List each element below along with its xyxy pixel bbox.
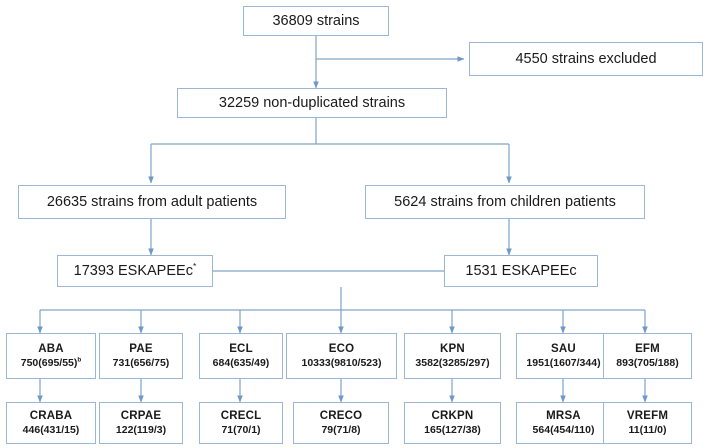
node-pathogen-kpn-counts: 3582(3285/297) xyxy=(415,356,490,369)
node-resistant-crpae-counts: 122(119/3) xyxy=(115,423,167,436)
node-resistant-crpae[interactable]: CRPAE 122(119/3) xyxy=(99,402,183,444)
node-pathogen-aba-counts: 750(695/55)b xyxy=(20,356,82,370)
node-pathogen-pae-counts: 731(656/75) xyxy=(112,356,170,369)
node-pathogen-aba-counts-text: 750(695/55) xyxy=(20,356,78,369)
node-resistant-crpae-code: CRPAE xyxy=(120,409,162,422)
node-resistant-craba-code: CRABA xyxy=(29,409,73,422)
node-total-strains-label: 36809 strains xyxy=(272,12,360,29)
node-pathogen-eco-counts: 10333(9810/523) xyxy=(301,356,382,369)
node-resistant-crecl-counts: 71(70/1) xyxy=(221,423,261,436)
node-resistant-craba[interactable]: CRABA 446(431/15) xyxy=(6,402,96,444)
node-pathogen-efm-counts: 893(705/188) xyxy=(616,356,679,369)
node-pathogen-kpn[interactable]: KPN 3582(3285/297) xyxy=(404,333,501,379)
node-resistant-vrefm-counts: 11(11/0) xyxy=(628,423,667,436)
node-pathogen-aba[interactable]: ABA 750(695/55)b xyxy=(6,333,96,379)
node-pathogen-ecl[interactable]: ECL 684(635/49) xyxy=(199,333,283,379)
node-pathogen-sau[interactable]: SAU 1951(1607/344) xyxy=(516,333,611,379)
node-total-strains[interactable]: 36809 strains xyxy=(243,6,389,36)
node-pathogen-sau-code: SAU xyxy=(551,342,576,355)
node-pathogen-kpn-code: KPN xyxy=(440,342,465,355)
node-resistant-vrefm[interactable]: VREFM 11(11/0) xyxy=(603,402,692,444)
node-eskapeec-adult[interactable]: 17393 ESKAPEEc* xyxy=(57,255,213,287)
node-pathogen-sau-counts: 1951(1607/344) xyxy=(526,356,601,369)
node-pathogen-efm[interactable]: EFM 893(705/188) xyxy=(603,333,692,379)
node-resistant-vrefm-code: VREFM xyxy=(626,409,669,422)
node-resistant-mrsa-counts: 564(454/110) xyxy=(532,423,595,436)
node-eskapeec-adult-marker: * xyxy=(192,261,197,272)
node-nonduplicated-strains[interactable]: 32259 non-duplicated strains xyxy=(177,88,447,118)
node-adult-patients[interactable]: 26635 strains from adult patients xyxy=(18,185,286,219)
node-resistant-mrsa[interactable]: MRSA 564(454/110) xyxy=(516,402,611,444)
node-pathogen-efm-code: EFM xyxy=(635,342,660,355)
node-eskapeec-adult-text: 17393 ESKAPEEc xyxy=(73,262,193,279)
node-resistant-crkpn-code: CRKPN xyxy=(431,409,474,422)
node-pathogen-pae[interactable]: PAE 731(656/75) xyxy=(99,333,183,379)
node-children-patients[interactable]: 5624 strains from children patients xyxy=(365,185,645,219)
node-resistant-creco-counts: 79(71/8) xyxy=(321,423,361,436)
node-children-patients-label: 5624 strains from children patients xyxy=(394,193,616,210)
node-eskapeec-children-label: 1531 ESKAPEEc xyxy=(465,262,577,279)
node-eskapeec-children[interactable]: 1531 ESKAPEEc xyxy=(444,255,598,287)
node-adult-patients-label: 26635 strains from adult patients xyxy=(46,193,258,210)
node-pathogen-aba-code: ABA xyxy=(38,342,64,355)
node-pathogen-ecl-counts: 684(635/49) xyxy=(212,356,270,369)
node-eskapeec-adult-label: 17393 ESKAPEEc* xyxy=(73,261,197,279)
node-pathogen-ecl-code: ECL xyxy=(229,342,253,355)
node-pathogen-pae-code: PAE xyxy=(129,342,153,355)
node-resistant-crkpn-counts: 165(127/38) xyxy=(424,423,481,436)
node-resistant-crecl[interactable]: CRECL 71(70/1) xyxy=(199,402,283,444)
node-resistant-crkpn[interactable]: CRKPN 165(127/38) xyxy=(404,402,501,444)
node-pathogen-eco-code: ECO xyxy=(328,342,355,355)
node-resistant-crecl-code: CRECL xyxy=(220,409,262,422)
node-resistant-creco-code: CRECO xyxy=(319,409,363,422)
node-excluded-strains[interactable]: 4550 strains excluded xyxy=(469,42,703,76)
node-resistant-creco[interactable]: CRECO 79(71/8) xyxy=(293,402,389,444)
node-pathogen-aba-marker: b xyxy=(77,356,82,364)
node-resistant-craba-counts: 446(431/15) xyxy=(22,423,80,436)
node-excluded-strains-label: 4550 strains excluded xyxy=(515,50,657,67)
node-pathogen-eco[interactable]: ECO 10333(9810/523) xyxy=(286,333,397,379)
node-resistant-mrsa-code: MRSA xyxy=(546,409,581,422)
node-nonduplicated-strains-label: 32259 non-duplicated strains xyxy=(218,94,406,111)
